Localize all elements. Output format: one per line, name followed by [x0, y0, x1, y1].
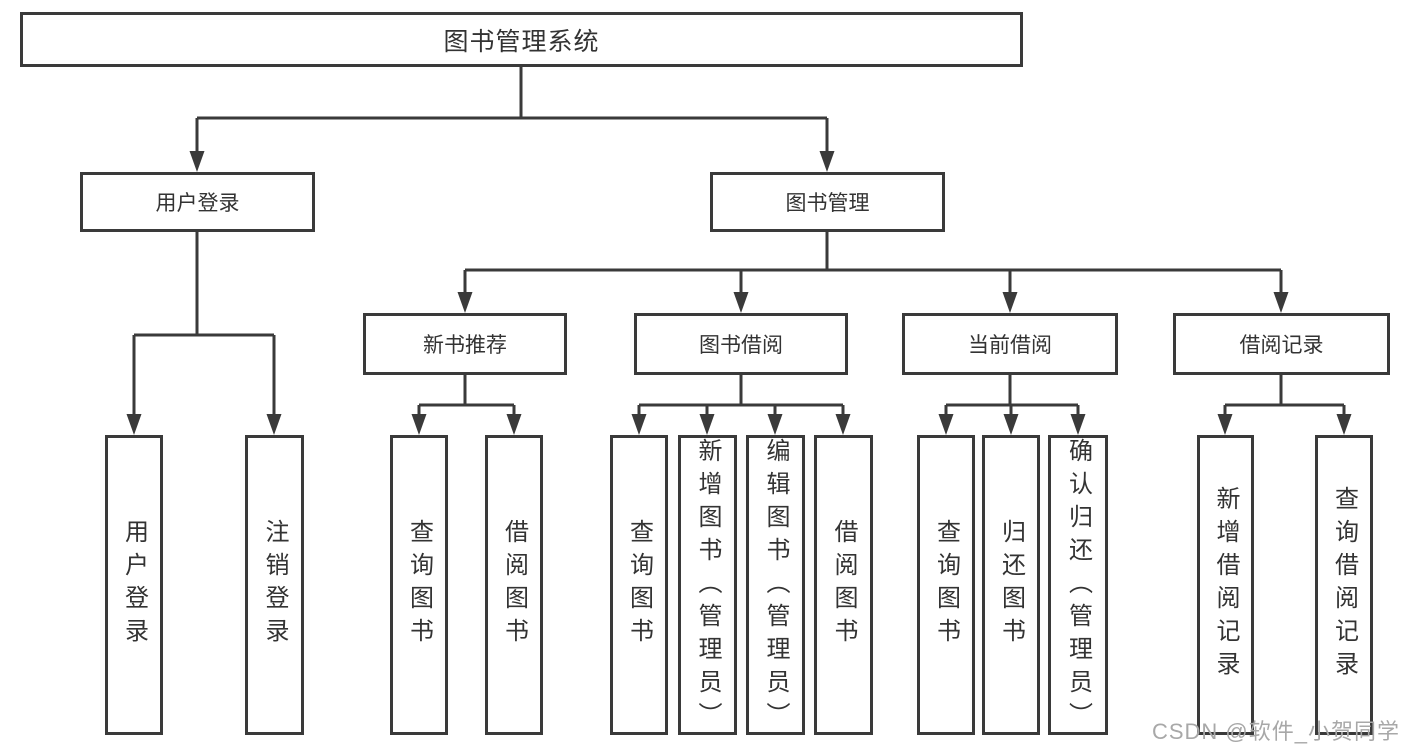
node-new-book-recommend: 新书推荐	[363, 313, 567, 375]
node-book-management: 图书管理	[710, 172, 945, 232]
leaf-query-borrow-record: 查询借阅记录	[1315, 435, 1373, 735]
node-borrow-record: 借阅记录	[1173, 313, 1390, 375]
arrowheads	[126, 151, 1352, 435]
leaf-query-book-current: 查询图书	[917, 435, 975, 735]
leaf-add-borrow-record: 新增借阅记录	[1197, 435, 1254, 735]
leaf-confirm-return-admin: 确认归还（管理员）	[1048, 435, 1108, 735]
csdn-watermark: CSDN @软件_小贺同学	[1151, 719, 1400, 744]
node-current-borrow: 当前借阅	[902, 313, 1118, 375]
leaf-borrow-book-recommend: 借阅图书	[485, 435, 543, 735]
node-user-login: 用户登录	[80, 172, 315, 232]
leaf-return-book: 归还图书	[982, 435, 1040, 735]
leaf-logout: 注销登录	[245, 435, 304, 735]
leaf-add-book-admin: 新增图书（管理员）	[678, 435, 737, 735]
leaf-borrow-book-borrow: 借阅图书	[814, 435, 873, 735]
leaf-edit-book-admin: 编辑图书（管理员）	[746, 435, 805, 735]
leaf-user-login: 用户登录	[105, 435, 163, 735]
leaf-query-book-recommend: 查询图书	[390, 435, 448, 735]
node-library-management-system: 图书管理系统	[20, 12, 1023, 67]
leaf-query-book-borrow: 查询图书	[610, 435, 668, 735]
node-book-borrow: 图书借阅	[634, 313, 848, 375]
